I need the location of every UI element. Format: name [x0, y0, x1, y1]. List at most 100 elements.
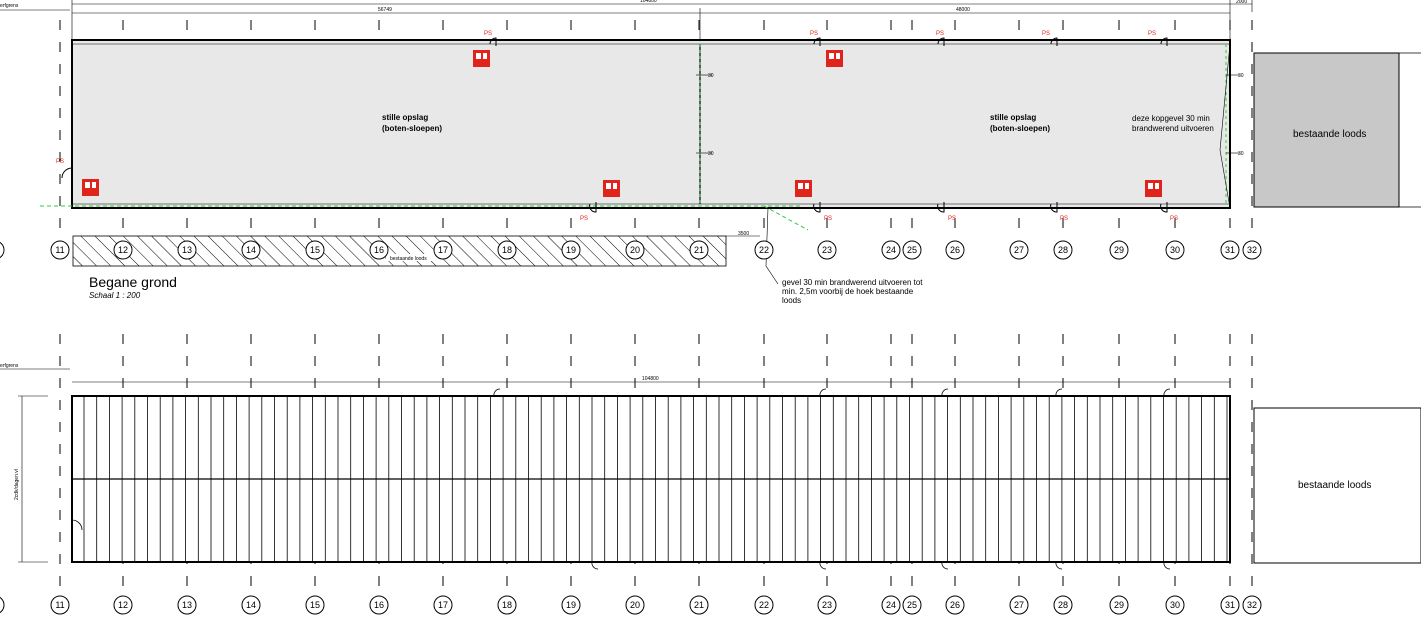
grid-bubble: 31	[1220, 595, 1240, 615]
grid-bubble-label: 29	[1114, 600, 1124, 610]
grid-bubble: 11	[50, 595, 70, 615]
door-arc	[813, 37, 821, 46]
door-arc	[1050, 37, 1058, 46]
dim-30-d: 30	[1238, 151, 1244, 157]
grid-bubble-label: 16	[374, 245, 384, 255]
grid-bubble: 27	[1009, 240, 1029, 260]
ps-label-6: PS	[56, 159, 64, 165]
grid-bubble-label: 20	[630, 600, 640, 610]
grid-bubble: 13	[177, 240, 197, 260]
dim-right-top: 48000	[956, 7, 970, 13]
storage-label-left-2: (boten-sloepen)	[382, 124, 442, 133]
grid-bubble: 22	[754, 595, 774, 615]
door-arc	[1160, 37, 1168, 46]
grid-bubble-label: 15	[310, 245, 320, 255]
grid-bubble-label: 16	[374, 600, 384, 610]
fire-extinguisher-icon	[603, 180, 620, 197]
grid-bubble-label: 18	[502, 245, 512, 255]
dim-total-top: 104800	[640, 0, 657, 4]
grid-bubble: 13	[177, 595, 197, 615]
grid-bubble-label: 21	[694, 245, 704, 255]
grid-bubble: 17	[433, 595, 453, 615]
doors-bottom	[493, 388, 1171, 570]
storage-label-left-1: stille opslag	[382, 113, 428, 122]
grid-bubble: 18	[497, 595, 517, 615]
door-arc	[1055, 388, 1063, 397]
grid-bubble-edge	[0, 241, 5, 259]
ps-label-8: PS	[824, 216, 832, 222]
dim-30-marks	[696, 74, 1240, 154]
grid-bubble: 24	[881, 240, 901, 260]
dim-30-a: 30	[708, 73, 714, 79]
door-arc	[591, 561, 599, 570]
grid-bubble-label: 26	[950, 600, 960, 610]
facade-note-2: min. 2,5m voorbij de hoek bestaande	[782, 287, 914, 296]
grid-bubble-label: 31	[1225, 600, 1235, 610]
door-arc	[819, 388, 827, 397]
door-arc	[1163, 388, 1171, 397]
grid-bubble: 22	[754, 240, 774, 260]
dim-total-bottom: 104800	[642, 376, 659, 382]
facade-note-1: gevel 30 min brandwerend uitvoeren tot	[782, 278, 923, 287]
grid-bubble-label: 17	[438, 245, 448, 255]
grid-bubble-edge	[0, 596, 5, 614]
grid-bubble: 28	[1053, 240, 1073, 260]
gable-note-1: deze kopgevel 30 min	[1132, 114, 1210, 123]
storage-label-right-1: stille opslag	[990, 113, 1036, 122]
grid-bubble-label: 18	[502, 600, 512, 610]
grid-bubble-label: 25	[907, 245, 917, 255]
grid-bubble: 16	[369, 595, 389, 615]
grid-bubble-label: 27	[1014, 245, 1024, 255]
door-arc	[941, 561, 949, 570]
door-arc	[819, 561, 827, 570]
existing-shed-label-bottom: bestaande loods	[1298, 480, 1371, 491]
fire-extinguisher-icon	[1145, 180, 1162, 197]
ps-label-2: PS	[810, 31, 818, 37]
door-arc	[589, 202, 597, 213]
grid-bubble-label: 23	[822, 600, 832, 610]
grid-bubble: 17	[433, 240, 453, 260]
ps-label-7: PS	[580, 216, 588, 222]
ps-label-11: PS	[1170, 216, 1178, 222]
grid-bubble: 26	[945, 595, 965, 615]
facade-note-3: loods	[782, 296, 801, 305]
grid-bubble-label: 24	[886, 600, 896, 610]
dim-small: 3500	[738, 231, 749, 237]
grid-bubble: 21	[689, 595, 709, 615]
grid-bubble: 32	[1242, 595, 1262, 615]
top-plan: 104800 56749 48000 2000 erfgrens 30 30 3…	[0, 0, 1421, 305]
plan-scale: Schaal 1 : 200	[89, 291, 141, 300]
ps-label-1: PS	[484, 31, 492, 37]
door-arc	[937, 202, 945, 213]
grid-bubble: 27	[1009, 595, 1029, 615]
grid-bubble: 29	[1109, 240, 1129, 260]
grid-bubble: 32	[1242, 240, 1262, 260]
fire-extinguisher-icon	[473, 50, 490, 67]
grid-bubble: 20	[625, 595, 645, 615]
grid-bubble: 30	[1165, 240, 1185, 260]
grid-bubble-label: 31	[1225, 245, 1235, 255]
grid-bubble-label: 21	[694, 600, 704, 610]
grid-bubble-label: 22	[759, 245, 769, 255]
border-label-top: erfgrens	[0, 3, 19, 9]
fire-extinguisher-icon	[795, 180, 812, 197]
grid-bubble: 31	[1220, 240, 1240, 260]
grid-bubble: 23	[817, 595, 837, 615]
dim-30-b: 30	[708, 151, 714, 157]
bottom-plan: erfgrens 104800 2cdk/dagen.vl bestaande …	[0, 334, 1421, 615]
grid-bubble-label: 12	[118, 245, 128, 255]
grid-bubble: 18	[497, 240, 517, 260]
roof-panels	[83, 397, 1228, 561]
dim-edge-top: 2000	[1236, 0, 1247, 5]
grid-bubble: 14	[241, 595, 261, 615]
grid-bubble-label: 13	[182, 245, 192, 255]
grid-bubble: 19	[561, 595, 581, 615]
grid-bubble-label: 19	[566, 600, 576, 610]
grid-bubble-label: 22	[759, 600, 769, 610]
grid-bubble-label: 14	[246, 245, 256, 255]
door-arc	[1050, 202, 1058, 213]
grid-bubble-label: 14	[246, 600, 256, 610]
grid-bubble-label: 25	[907, 600, 917, 610]
